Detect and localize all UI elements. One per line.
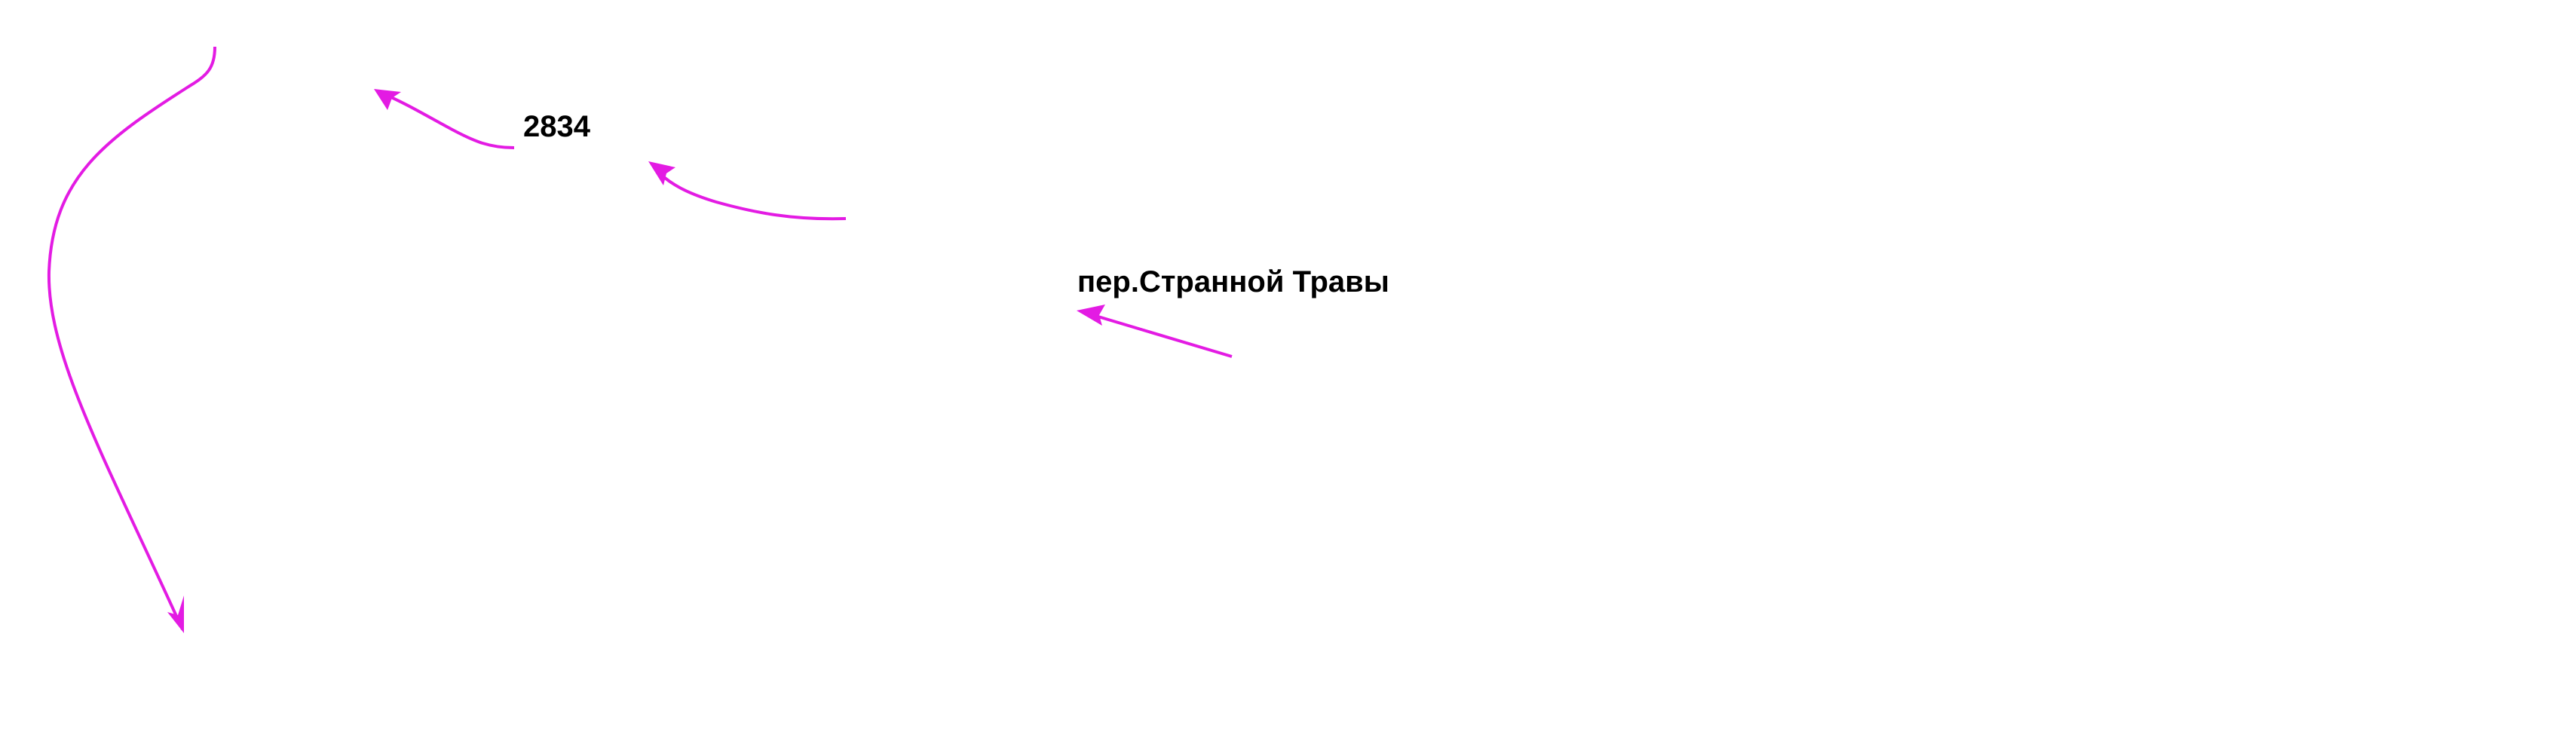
arrow-middle (648, 161, 847, 221)
arrow-middle-head (648, 161, 675, 185)
number-label: 2834 (523, 110, 591, 143)
arrow-to-street-head (1077, 305, 1105, 326)
long-curved-arrow-line (47, 46, 216, 630)
arrow-middle-line (658, 172, 847, 221)
long-curved-arrow (47, 46, 216, 633)
arrow-to-street-line (1092, 314, 1233, 358)
long-curved-arrow-head (167, 595, 184, 633)
arrow-near-number (374, 89, 515, 149)
arrow-to-street (1077, 305, 1233, 358)
street-label: пер.Странной Травы (1077, 265, 1389, 298)
arrow-near-number-head (374, 89, 401, 110)
arrow-near-number-line (385, 93, 515, 149)
